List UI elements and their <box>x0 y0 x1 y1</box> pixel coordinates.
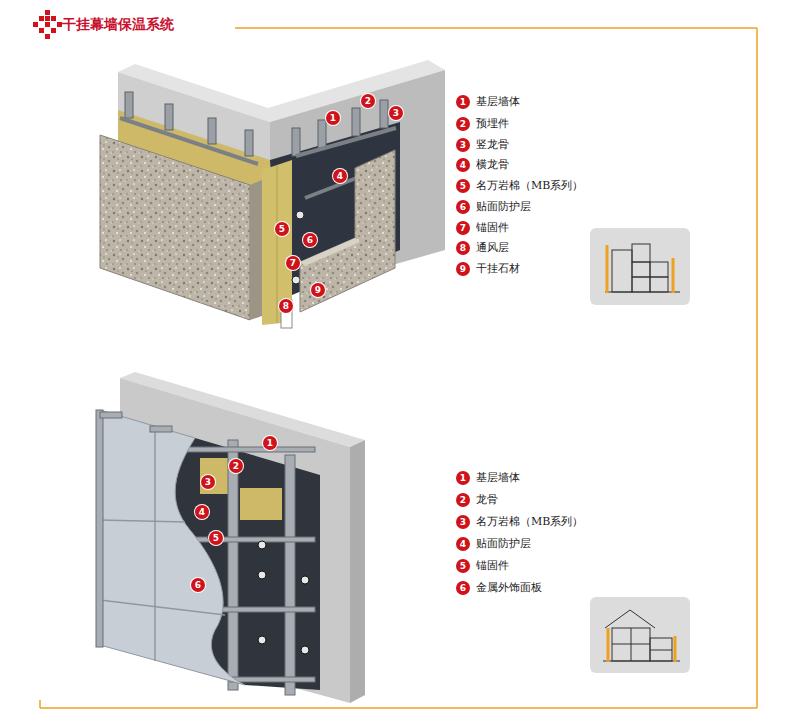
page-title: 干挂幕墙保温系统 <box>62 16 174 34</box>
callout-number: 3 <box>456 515 470 529</box>
legend-item: 5 锚固件 <box>456 559 509 573</box>
callout-number: 9 <box>456 262 470 276</box>
callout-number: 2 <box>361 94 375 108</box>
callout-number: 7 <box>286 256 300 270</box>
callout-number: 1 <box>326 111 340 125</box>
callout-number: 6 <box>456 200 470 214</box>
legend-item: 4 横龙骨 <box>456 158 509 172</box>
legend-item: 2 龙骨 <box>456 493 498 507</box>
callout-number: 8 <box>279 299 293 313</box>
part-name: 预埋件 <box>476 117 509 131</box>
callout-number: 6 <box>303 233 317 247</box>
part-name: 名万岩棉（MB系列） <box>476 179 583 193</box>
metal-panel-illustration <box>96 372 365 703</box>
callout-number: 5 <box>456 179 470 193</box>
callout-number: 2 <box>361 94 375 108</box>
callout-number: 5 <box>209 531 223 545</box>
legend-item: 3 竖龙骨 <box>456 138 509 152</box>
callout-number: 2 <box>456 493 470 507</box>
callout-number: 7 <box>456 221 470 235</box>
callout-number: 6 <box>191 578 205 592</box>
part-name: 龙骨 <box>476 493 498 507</box>
callout-number: 4 <box>333 169 347 183</box>
callout-number: 6 <box>456 581 470 595</box>
callout-number: 4 <box>456 537 470 551</box>
part-name: 基层墙体 <box>476 95 520 109</box>
callout-number: 9 <box>311 283 325 297</box>
callout-number: 3 <box>389 106 403 120</box>
frame <box>40 28 757 708</box>
part-name: 名万岩棉（MB系列） <box>476 515 583 529</box>
callout-number: 7 <box>286 256 300 270</box>
house-icon <box>590 597 690 673</box>
part-name: 锚固件 <box>476 559 509 573</box>
callout-number: 3 <box>201 475 215 489</box>
part-name: 干挂石材 <box>476 262 520 276</box>
callout-number: 3 <box>201 475 215 489</box>
part-name: 金属外饰面板 <box>476 581 542 595</box>
legend-item: 8 通风层 <box>456 241 509 255</box>
part-name: 锚固件 <box>476 221 509 235</box>
legend-item: 6 贴面防护层 <box>456 200 531 214</box>
legend-item: 2 预埋件 <box>456 117 509 131</box>
callout-number: 8 <box>456 241 470 255</box>
building-icon <box>590 228 690 305</box>
callout-number: 4 <box>195 505 209 519</box>
legend-item: 5 名万岩棉（MB系列） <box>456 179 583 193</box>
callout-number: 4 <box>195 505 209 519</box>
part-name: 通风层 <box>476 241 509 255</box>
legend-item: 9 干挂石材 <box>456 262 520 276</box>
callout-number: 5 <box>275 222 289 236</box>
callout-number: 5 <box>275 222 289 236</box>
callout-number: 2 <box>229 459 243 473</box>
part-name: 贴面防护层 <box>476 537 531 551</box>
callout-number: 5 <box>209 531 223 545</box>
legend-item: 3 名万岩棉（MB系列） <box>456 515 583 529</box>
legend-item: 7 锚固件 <box>456 221 509 235</box>
callout-number: 3 <box>456 138 470 152</box>
callout-number: 6 <box>303 233 317 247</box>
logo <box>33 10 62 39</box>
part-name: 竖龙骨 <box>476 138 509 152</box>
legend-item: 1 基层墙体 <box>456 95 520 109</box>
callout-number: 1 <box>456 471 470 485</box>
part-name: 贴面防护层 <box>476 200 531 214</box>
callout-number: 1 <box>326 111 340 125</box>
part-name: 基层墙体 <box>476 471 520 485</box>
callout-number: 8 <box>279 299 293 313</box>
callout-number: 6 <box>191 578 205 592</box>
legend-item: 4 贴面防护层 <box>456 537 531 551</box>
callout-number: 2 <box>456 117 470 131</box>
callout-number: 5 <box>456 559 470 573</box>
callout-number: 4 <box>456 158 470 172</box>
legend-item: 6 金属外饰面板 <box>456 581 542 595</box>
callout-number: 1 <box>263 436 277 450</box>
part-name: 横龙骨 <box>476 158 509 172</box>
legend-item: 1 基层墙体 <box>456 471 520 485</box>
callout-number: 1 <box>263 436 277 450</box>
callout-number: 3 <box>389 106 403 120</box>
callout-number: 4 <box>333 169 347 183</box>
callout-number: 9 <box>311 283 325 297</box>
callout-number: 2 <box>229 459 243 473</box>
stone-wall-illustration <box>100 60 445 328</box>
callout-number: 1 <box>456 95 470 109</box>
